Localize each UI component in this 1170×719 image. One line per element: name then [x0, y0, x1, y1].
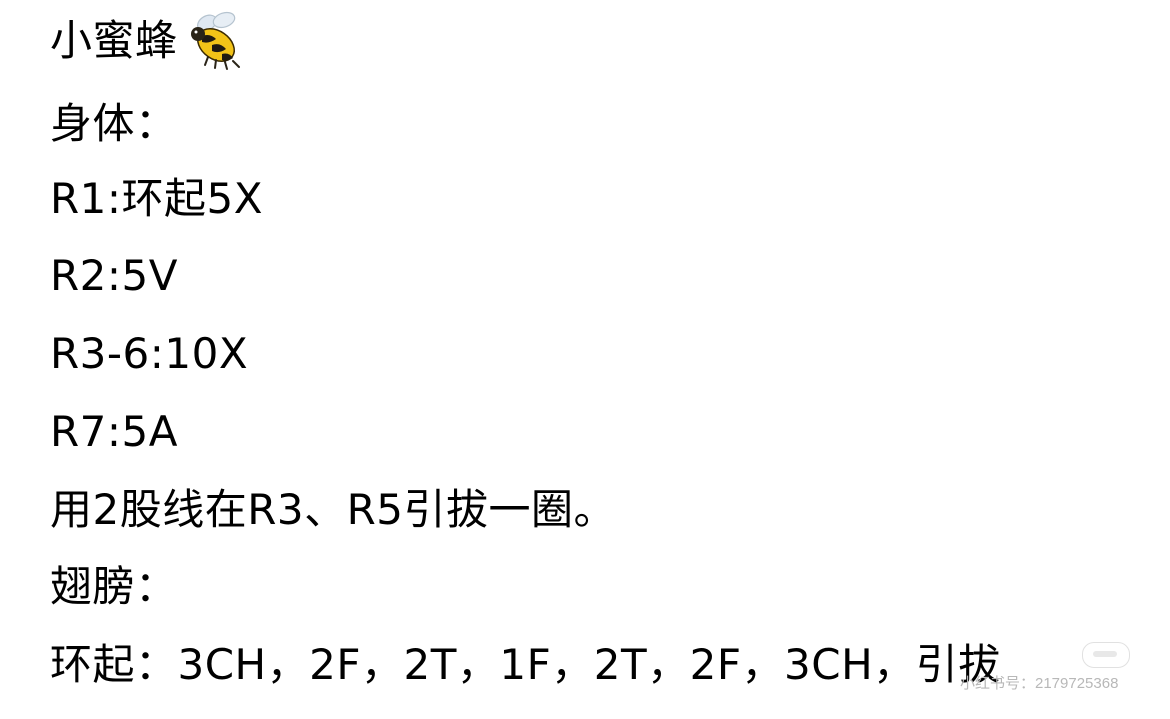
note-title: 小蜜蜂: [50, 16, 178, 65]
note-line-r1: R1:环起5X: [50, 174, 264, 223]
xiaohongshu-logo-icon: [1082, 642, 1130, 668]
note-line-body-header: 身体：: [50, 99, 178, 148]
note-content: 小蜜蜂 身体： R1:: [50, 0, 1150, 719]
note-line-r2: R2:5V: [50, 251, 179, 300]
note-line-wings-pattern: 环起：3CH，2F，2T，1F，2T，2F，3CH，引拔: [50, 640, 1001, 689]
note-title-line: 小蜜蜂: [50, 10, 244, 72]
note-line-r3-6: R3-6:10X: [50, 329, 249, 378]
bee-icon: [182, 9, 244, 71]
note-line-r7: R7:5A: [50, 407, 179, 456]
watermark: 小红书号：2179725368: [960, 668, 1118, 696]
watermark-text: 小红书号：2179725368: [960, 674, 1119, 692]
note-line-slip-stitch: 用2股线在R3、R5引拔一圈。: [50, 485, 617, 534]
note-line-wings-header: 翅膀：: [50, 562, 178, 611]
